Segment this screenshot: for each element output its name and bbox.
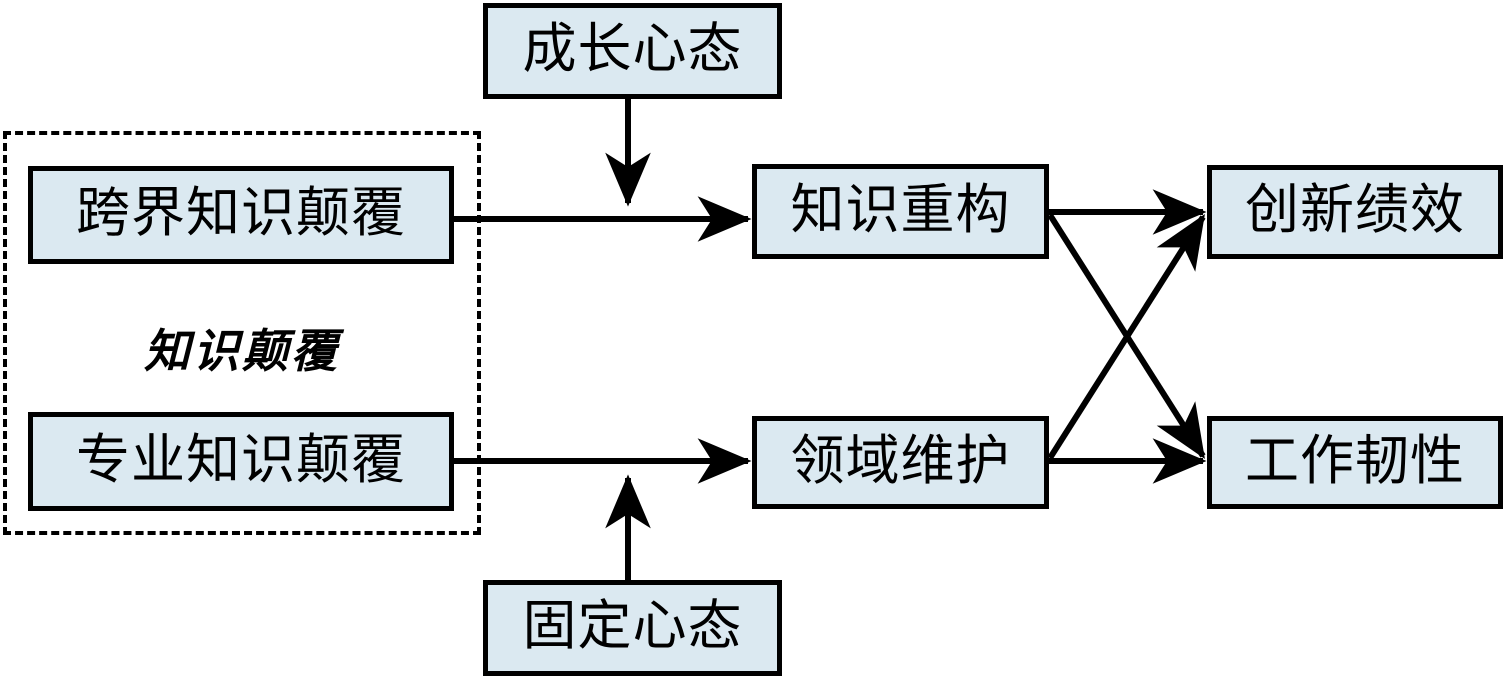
node-work-resilience[interactable]: 工作韧性 xyxy=(1207,416,1503,509)
node-professional-knowledge-disruption-label: 专业知识颠覆 xyxy=(76,429,406,490)
knowledge-disruption-group-frame xyxy=(3,131,481,535)
node-fixed-mindset[interactable]: 固定心态 xyxy=(483,580,782,676)
node-work-resilience-label: 工作韧性 xyxy=(1245,430,1465,491)
node-fixed-mindset-label: 固定心态 xyxy=(522,596,743,656)
node-professional-knowledge-disruption[interactable]: 专业知识颠覆 xyxy=(28,412,454,511)
edge-domain-maintenance-to-innovation-performance xyxy=(1047,213,1206,460)
node-domain-maintenance-label: 领域维护 xyxy=(790,430,1011,491)
node-growth-mindset[interactable]: 成长心态 xyxy=(483,3,782,99)
node-knowledge-reconstruction-label: 知识重构 xyxy=(790,179,1011,240)
node-cross-boundary-knowledge-disruption[interactable]: 跨界知识颠覆 xyxy=(28,166,454,264)
knowledge-disruption-group-caption: 知识颠覆 xyxy=(144,326,340,377)
node-domain-maintenance[interactable]: 领域维护 xyxy=(752,416,1049,509)
node-growth-mindset-label: 成长心态 xyxy=(522,19,743,79)
node-innovation-performance-label: 创新绩效 xyxy=(1245,180,1465,240)
node-knowledge-reconstruction[interactable]: 知识重构 xyxy=(752,164,1049,259)
node-innovation-performance[interactable]: 创新绩效 xyxy=(1207,165,1503,259)
node-cross-boundary-knowledge-disruption-label: 跨界知识颠覆 xyxy=(76,183,406,243)
